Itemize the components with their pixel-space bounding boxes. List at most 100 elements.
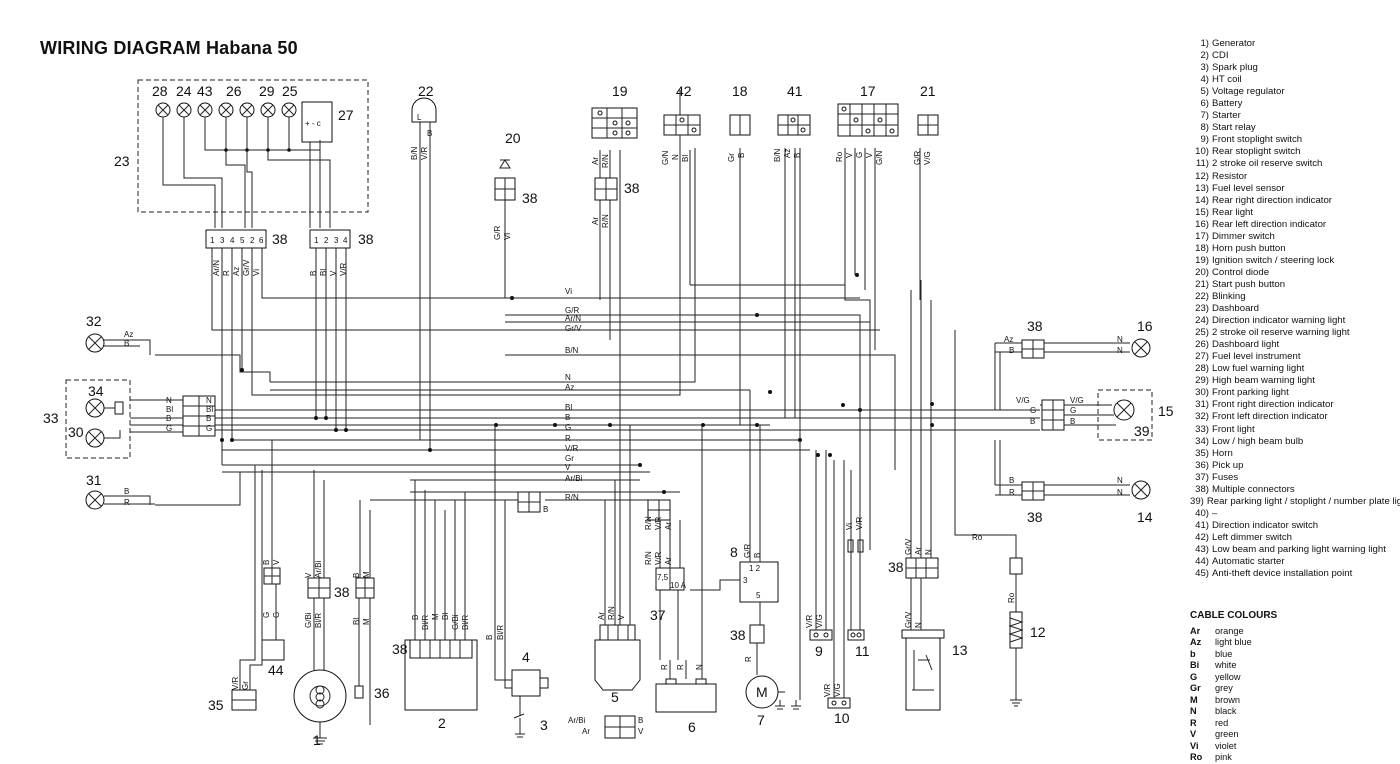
legend-number: 42) bbox=[1195, 531, 1209, 543]
svg-text:Ro: Ro bbox=[972, 533, 983, 542]
label-13: 13 bbox=[952, 642, 968, 658]
svg-text:Az: Az bbox=[1004, 335, 1013, 344]
legend-text: Low fuel warning light bbox=[1212, 363, 1305, 375]
svg-text:G/R: G/R bbox=[565, 306, 579, 315]
svg-text:Ar: Ar bbox=[664, 522, 673, 530]
svg-text:V/R: V/R bbox=[339, 262, 348, 276]
legend-text: Starter bbox=[1212, 110, 1241, 122]
svg-text:R/N: R/N bbox=[601, 154, 610, 168]
legend-number: 8) bbox=[1200, 122, 1209, 134]
cable-colour-code: Az bbox=[1190, 637, 1202, 647]
legend-item: 41)Direction indicator switch bbox=[1190, 520, 1400, 532]
svg-text:Az: Az bbox=[232, 267, 241, 276]
legend-text: Generator bbox=[1212, 38, 1256, 49]
legend-text: Battery bbox=[1212, 98, 1243, 110]
svg-text:Az: Az bbox=[565, 383, 574, 392]
svg-text:G: G bbox=[1030, 406, 1036, 415]
label-19: 19 bbox=[612, 83, 628, 99]
svg-text:1: 1 bbox=[210, 236, 215, 245]
legend-text: Front right direction indicator bbox=[1212, 399, 1334, 411]
svg-text:R: R bbox=[676, 664, 685, 670]
svg-text:B/N: B/N bbox=[565, 346, 579, 355]
svg-text:N: N bbox=[1117, 335, 1123, 344]
starter-m: M bbox=[756, 684, 768, 700]
svg-text:R: R bbox=[565, 434, 571, 443]
ht-coil: 4 B Bl/R 3 B bbox=[485, 425, 549, 738]
legend-text: Horn bbox=[1212, 447, 1233, 459]
svg-text:5: 5 bbox=[240, 236, 245, 245]
legend-item: 39)Rear parking light / stoplight / numb… bbox=[1190, 496, 1400, 508]
legend-text: Rear parking light / stoplight / number … bbox=[1206, 495, 1400, 507]
legend-number: 9) bbox=[1200, 134, 1209, 146]
legend-text: Start push button bbox=[1212, 278, 1286, 290]
legend-item: 30)Front parking light bbox=[1190, 387, 1400, 399]
label-12: 12 bbox=[1030, 624, 1046, 640]
legend-text: Rear stoplight switch bbox=[1212, 146, 1301, 158]
cable-colour-code: Gr bbox=[1190, 683, 1201, 693]
label-26: 26 bbox=[226, 83, 242, 99]
svg-text:Ar: Ar bbox=[597, 612, 606, 620]
svg-text:B: B bbox=[427, 129, 432, 138]
legend-text: Multiple connectors bbox=[1212, 483, 1295, 495]
svg-text:2: 2 bbox=[250, 236, 255, 245]
svg-text:G: G bbox=[206, 424, 212, 433]
cable-colour-name: orange bbox=[1215, 625, 1244, 636]
legend-item: 24)Direction indicator warning light bbox=[1190, 315, 1400, 327]
label-14: 14 bbox=[1137, 509, 1153, 525]
svg-text:Gr: Gr bbox=[241, 681, 250, 690]
rear-lights: 38 16 AzB NN 15 39 V/GGB V/GGB BR NN 38 … bbox=[994, 318, 1174, 525]
svg-text:B: B bbox=[1070, 417, 1075, 426]
legend-text: Resistor bbox=[1212, 170, 1248, 182]
brake-switches: V/R V/G 9 V/R V/G 10 11 Vi V/R bbox=[805, 410, 870, 726]
legend-item: 18)Horn push button bbox=[1190, 243, 1400, 255]
legend-item: 36)Pick up bbox=[1190, 460, 1400, 472]
label-18: 18 bbox=[732, 83, 748, 99]
cable-colour-code: G bbox=[1190, 671, 1198, 682]
legend-text: HT coil bbox=[1212, 74, 1242, 86]
legend-text: Left dimmer switch bbox=[1212, 531, 1292, 543]
legend-text: 2 stroke oil reserve switch bbox=[1212, 158, 1323, 170]
front-lights: 32 Az B 33 34 30 NBl BG NBl BG 31 B R bbox=[43, 313, 216, 510]
svg-text:R/N: R/N bbox=[644, 551, 653, 565]
svg-text:B: B bbox=[124, 487, 129, 496]
label-38f: 38 bbox=[1027, 509, 1043, 525]
svg-text:B: B bbox=[166, 414, 171, 423]
legend-item: 32)Front left direction indicator bbox=[1190, 411, 1400, 423]
start-push-button: 21 G/R V/G bbox=[913, 83, 939, 165]
automatic-starter: B V G G 44 bbox=[261, 440, 285, 678]
svg-text:B: B bbox=[1009, 346, 1014, 355]
svg-text:B: B bbox=[737, 153, 746, 158]
legend-number: 15) bbox=[1195, 206, 1209, 218]
fuses: R/N V/R Ar R/N V/R Ar 7,5 10 A 37 bbox=[644, 499, 687, 660]
label-38d: 38 bbox=[624, 180, 640, 196]
legend-text: – bbox=[1212, 507, 1218, 519]
legend-item: 14)Rear right direction indicator bbox=[1190, 195, 1400, 207]
svg-text:Ar/Bi: Ar/Bi bbox=[565, 474, 583, 483]
svg-text:G/R: G/R bbox=[493, 226, 502, 240]
svg-text:Vi: Vi bbox=[503, 233, 512, 240]
horn-push-button: 18 Gr B bbox=[727, 83, 751, 162]
cable-colour-code: V bbox=[1190, 729, 1197, 739]
legend-number: 23) bbox=[1195, 303, 1209, 315]
label-7: 7 bbox=[757, 712, 765, 728]
legend-text: Pick up bbox=[1212, 459, 1244, 471]
label-37: 37 bbox=[650, 607, 666, 623]
legend-number: 35) bbox=[1195, 447, 1209, 459]
svg-text:7,5: 7,5 bbox=[657, 573, 669, 582]
legend-item: 35)Horn bbox=[1190, 448, 1400, 460]
legend-number: 13) bbox=[1195, 182, 1209, 194]
svg-text:N: N bbox=[914, 622, 923, 628]
legend-item: 5)Voltage regulator bbox=[1190, 86, 1400, 98]
legend-text: Front left direction indicator bbox=[1212, 411, 1328, 423]
svg-text:B/N: B/N bbox=[410, 146, 419, 160]
legend-text: Front light bbox=[1212, 423, 1255, 435]
legend-item: 22)Blinking bbox=[1190, 291, 1400, 303]
label-16: 16 bbox=[1137, 318, 1153, 334]
legend-number: 10) bbox=[1195, 146, 1209, 158]
svg-text:R/N: R/N bbox=[601, 214, 610, 228]
cdi: 38 2 B Bl/R M Bl G/Bi Bl/R bbox=[392, 480, 478, 731]
svg-text:B: B bbox=[1009, 476, 1014, 485]
svg-text:G/R: G/R bbox=[913, 151, 922, 165]
svg-text:R/N: R/N bbox=[607, 606, 616, 620]
svg-text:R: R bbox=[744, 656, 753, 662]
